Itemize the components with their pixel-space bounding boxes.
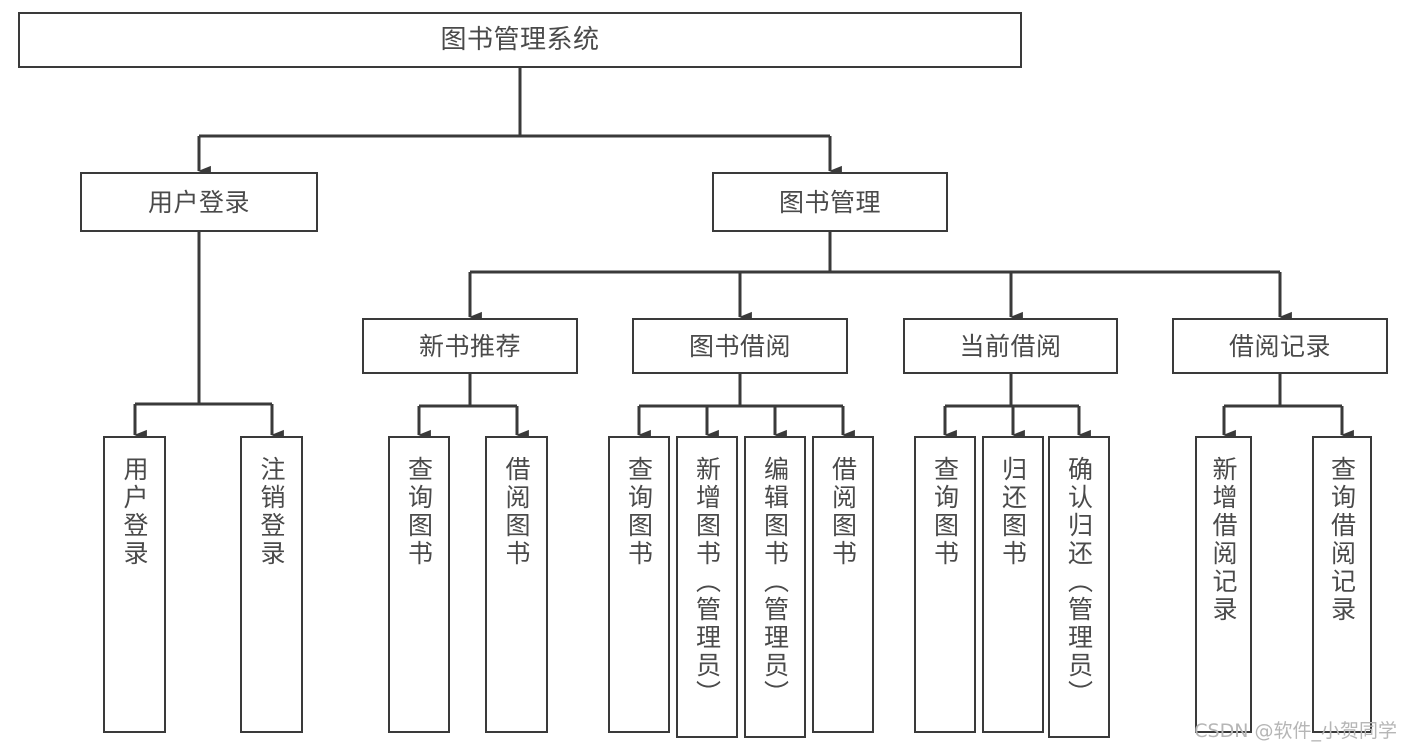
node-leaf-query-book-3[interactable]: 查询图书	[914, 436, 976, 733]
node-label-book-borrow: 图书借阅	[688, 331, 791, 361]
node-label-new-book-rec: 新书推荐	[418, 331, 521, 361]
node-user-login[interactable]: 用户登录	[80, 172, 318, 232]
node-root[interactable]: 图书管理系统	[18, 12, 1022, 68]
node-leaf-return-book[interactable]: 归还图书	[982, 436, 1044, 733]
node-leaf-add-record[interactable]: 新增借阅记录	[1195, 436, 1252, 733]
node-label-leaf-query-book-2: 查询图书	[624, 456, 654, 568]
node-label-book-manage: 图书管理	[778, 187, 881, 217]
node-label-leaf-query-book-1: 查询图书	[404, 456, 434, 568]
node-current-borrow[interactable]: 当前借阅	[903, 318, 1118, 374]
node-leaf-user-logout[interactable]: 注销登录	[240, 436, 303, 733]
node-label-leaf-user-login: 用户登录	[120, 456, 149, 568]
node-label-borrow-record: 借阅记录	[1228, 331, 1331, 361]
node-leaf-query-record[interactable]: 查询借阅记录	[1312, 436, 1372, 733]
node-label-current-borrow: 当前借阅	[959, 331, 1062, 361]
node-label-leaf-add-book: 新增图书（管理员）	[692, 456, 722, 708]
node-leaf-query-book-1[interactable]: 查询图书	[388, 436, 450, 733]
node-leaf-borrow-book-2[interactable]: 借阅图书	[812, 436, 874, 733]
node-leaf-borrow-book-1[interactable]: 借阅图书	[485, 436, 548, 733]
node-label-leaf-borrow-book-2: 借阅图书	[828, 456, 858, 568]
node-new-book-rec[interactable]: 新书推荐	[362, 318, 578, 374]
node-leaf-edit-book[interactable]: 编辑图书（管理员）	[744, 436, 806, 738]
node-label-root: 图书管理系统	[440, 24, 600, 55]
node-leaf-confirm-return[interactable]: 确认归还（管理员）	[1048, 436, 1110, 738]
node-leaf-user-login[interactable]: 用户登录	[103, 436, 166, 733]
node-label-leaf-query-record: 查询借阅记录	[1327, 456, 1357, 624]
node-label-leaf-return-book: 归还图书	[998, 456, 1028, 568]
node-borrow-record[interactable]: 借阅记录	[1172, 318, 1388, 374]
node-label-leaf-edit-book: 编辑图书（管理员）	[760, 456, 790, 708]
node-label-leaf-user-logout: 注销登录	[257, 456, 286, 568]
csdn-watermark: CSDN @软件_小贺同学	[1194, 720, 1397, 742]
node-book-borrow[interactable]: 图书借阅	[632, 318, 848, 374]
node-leaf-query-book-2[interactable]: 查询图书	[608, 436, 670, 733]
node-label-leaf-borrow-book-1: 借阅图书	[502, 456, 531, 568]
node-leaf-add-book[interactable]: 新增图书（管理员）	[676, 436, 738, 738]
node-label-leaf-confirm-return: 确认归还（管理员）	[1064, 456, 1094, 708]
node-label-user-login: 用户登录	[147, 187, 250, 217]
node-book-manage[interactable]: 图书管理	[712, 172, 948, 232]
node-label-leaf-query-book-3: 查询图书	[930, 456, 960, 568]
node-label-leaf-add-record: 新增借阅记录	[1209, 456, 1238, 624]
